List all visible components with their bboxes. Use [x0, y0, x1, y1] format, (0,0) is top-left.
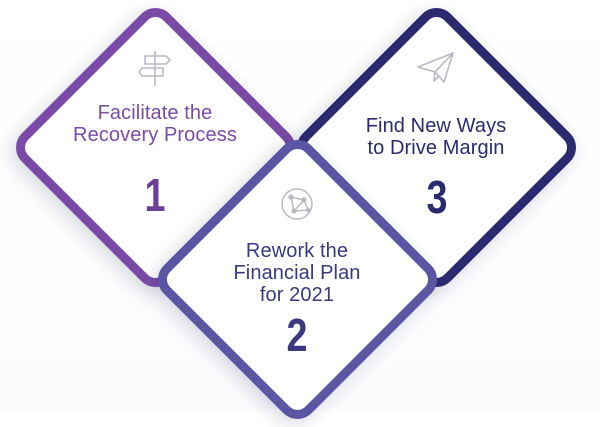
- step-3-title-line-1: Find New Ways: [365, 115, 507, 137]
- step-1-title-line-2: Recovery Process: [73, 124, 237, 146]
- paper-plane-icon: [417, 52, 454, 83]
- step-2-number: 2: [286, 309, 308, 361]
- step-1-title: Facilitate the Recovery Process: [60, 102, 250, 146]
- step-2-title-line-3: for 2021: [259, 284, 335, 306]
- signpost-icon: [138, 51, 171, 86]
- network-globe-icon: [281, 188, 313, 220]
- step-2-title: Rework the Financial Plan for 2021: [200, 240, 394, 306]
- step-1-number: 1: [144, 169, 166, 221]
- step-3-title: Find New Ways to Drive Margin: [341, 115, 531, 159]
- step-2-title-line-2: Financial Plan: [233, 262, 361, 284]
- step-1-title-line-1: Facilitate the: [97, 102, 213, 124]
- steps-diagram: Facilitate the Recovery Process 1 Find N…: [7, 0, 585, 427]
- step-3-title-line-2: to Drive Margin: [367, 137, 505, 159]
- step-3-number: 3: [426, 171, 448, 223]
- step-2-title-line-1: Rework the: [245, 240, 349, 262]
